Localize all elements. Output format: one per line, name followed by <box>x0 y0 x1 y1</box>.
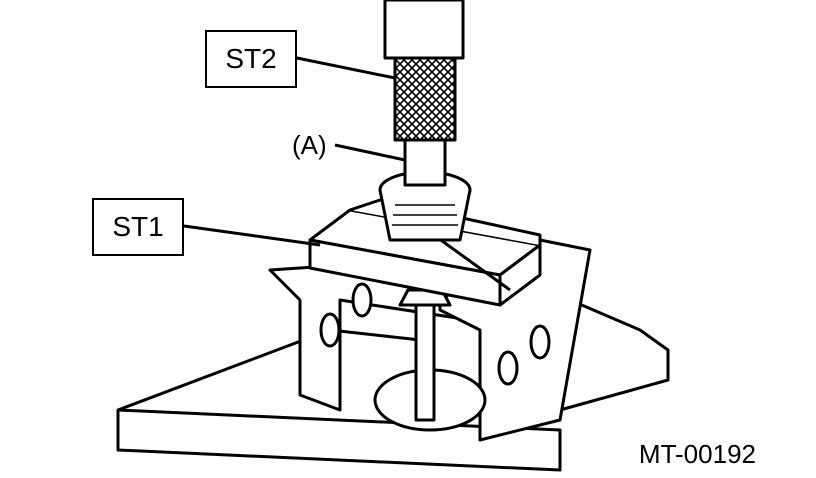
base-extension <box>559 298 670 412</box>
leader-a <box>334 143 406 162</box>
part-a-label: (A) <box>292 130 327 160</box>
st2-label: ST2 <box>205 30 297 88</box>
press-top <box>383 0 465 60</box>
jaw-hole <box>529 324 551 360</box>
leader-st1 <box>183 224 321 247</box>
jaw-hole <box>351 282 373 318</box>
shaft <box>414 298 436 422</box>
jaw-hole <box>497 350 519 386</box>
st1-label: ST1 <box>92 198 184 256</box>
leader-st2 <box>296 56 396 80</box>
jaw-hole <box>319 312 341 348</box>
press-knurl <box>393 53 457 142</box>
collar-a <box>403 138 447 187</box>
figure-code: MT-00192 <box>638 439 756 469</box>
